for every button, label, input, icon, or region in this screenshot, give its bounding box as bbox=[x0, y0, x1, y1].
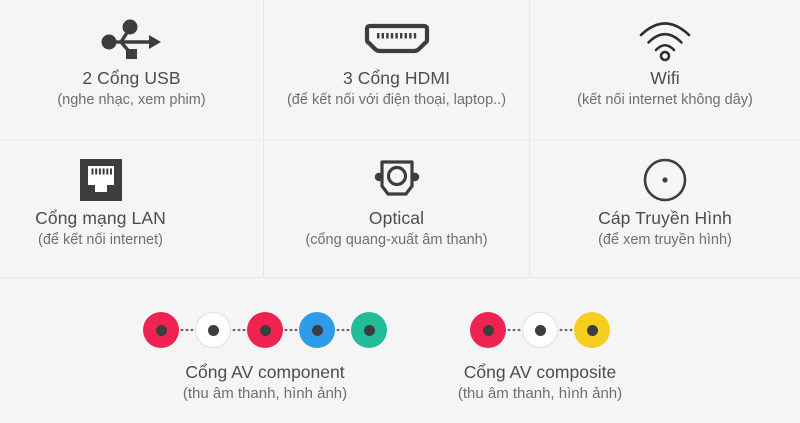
connector-pin bbox=[586, 324, 598, 336]
cable-dashes bbox=[283, 328, 299, 332]
ports-feature-grid: 2 Cổng USB (nghe nhạc, xem phim) bbox=[0, 0, 800, 278]
usb-icon bbox=[101, 13, 163, 67]
usb-labels: 2 Cổng USB (nghe nhạc, xem phim) bbox=[57, 67, 205, 110]
lan-labels: Cổng mạng LAN (để kết nối internet) bbox=[35, 207, 166, 250]
av-component-group: Cổng AV component (thu âm thanh, hình ản… bbox=[105, 308, 425, 402]
feature-cell-hdmi: 3 Cổng HDMI (để kết nối với điện thoại, … bbox=[264, 0, 530, 140]
wifi-labels: Wifi (kết nối internet không dây) bbox=[577, 67, 753, 110]
blue-connector bbox=[299, 312, 335, 348]
cable-dashes bbox=[558, 328, 574, 332]
yellow-connector bbox=[574, 312, 610, 348]
hdmi-port-icon bbox=[357, 13, 437, 67]
feature-cell-tv-cable: Cáp Truyền Hình (để xem truyền hình) bbox=[530, 140, 800, 278]
feature-title: Wifi bbox=[650, 68, 680, 88]
av-component-connector-row bbox=[105, 308, 425, 352]
cable-dashes bbox=[506, 328, 522, 332]
av-group-title: Cổng AV composite bbox=[463, 362, 617, 382]
tv-cable-labels: Cáp Truyền Hình (để xem truyền hình) bbox=[598, 207, 732, 250]
av-group-subtitle: (thu âm thanh, hình ảnh) bbox=[457, 385, 623, 402]
connector-pin bbox=[534, 324, 546, 336]
feature-subtitle: (để kết nối internet) bbox=[38, 232, 163, 249]
feature-title: Cổng mạng LAN bbox=[35, 208, 166, 228]
feature-title: 2 Cổng USB bbox=[82, 68, 181, 88]
av-group-title: Cổng AV component bbox=[185, 362, 345, 382]
red-connector bbox=[143, 312, 179, 348]
feature-title: Cáp Truyền Hình bbox=[598, 208, 732, 228]
wifi-icon bbox=[634, 13, 696, 67]
feature-subtitle: (cổng quang-xuất âm thanh) bbox=[305, 232, 488, 249]
av-group-subtitle: (thu âm thanh, hình ảnh) bbox=[182, 385, 348, 402]
white-connector bbox=[522, 312, 558, 348]
connector-pin bbox=[363, 324, 375, 336]
lan-port-icon bbox=[79, 153, 122, 207]
av-composite-connector-row bbox=[420, 308, 660, 352]
av-connectors-section: Cổng AV component (thu âm thanh, hình ản… bbox=[0, 278, 800, 423]
white-connector bbox=[195, 312, 231, 348]
feature-subtitle: (để xem truyền hình) bbox=[598, 232, 732, 249]
hdmi-labels: 3 Cổng HDMI (để kết nối với điện thoại, … bbox=[287, 67, 506, 110]
coaxial-antenna-icon bbox=[641, 153, 689, 207]
cable-dashes bbox=[335, 328, 351, 332]
cable-dashes bbox=[231, 328, 247, 332]
feature-title: Optical bbox=[368, 208, 425, 228]
feature-cell-lan: Cổng mạng LAN (để kết nối internet) bbox=[0, 140, 264, 278]
red-connector bbox=[470, 312, 506, 348]
feature-title: 3 Cổng HDMI bbox=[342, 68, 451, 88]
feature-subtitle: (nghe nhạc, xem phim) bbox=[57, 92, 206, 109]
feature-subtitle: (để kết nối với điện thoại, laptop..) bbox=[286, 92, 507, 109]
av-composite-group: Cổng AV composite (thu âm thanh, hình ản… bbox=[420, 308, 660, 402]
feature-cell-usb: 2 Cổng USB (nghe nhạc, xem phim) bbox=[0, 0, 264, 140]
red-connector bbox=[247, 312, 283, 348]
connector-pin bbox=[207, 324, 219, 336]
optical-audio-icon bbox=[369, 153, 425, 207]
cable-dashes bbox=[179, 328, 195, 332]
connector-pin bbox=[155, 324, 167, 336]
connector-pin bbox=[259, 324, 271, 336]
feature-cell-optical: Optical (cổng quang-xuất âm thanh) bbox=[264, 140, 530, 278]
optical-labels: Optical (cổng quang-xuất âm thanh) bbox=[305, 207, 487, 250]
connector-pin bbox=[311, 324, 323, 336]
feature-subtitle: (kết nối internet không dây) bbox=[577, 92, 753, 109]
connector-pin bbox=[482, 324, 494, 336]
green-connector bbox=[351, 312, 387, 348]
feature-cell-wifi: Wifi (kết nối internet không dây) bbox=[530, 0, 800, 140]
